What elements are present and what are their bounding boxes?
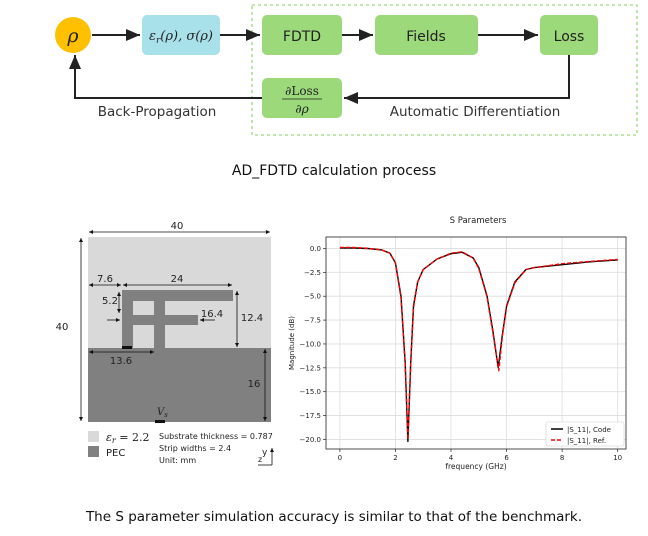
y-tick-label: −7.5 xyxy=(304,317,321,325)
gradient-numerator: ∂Loss xyxy=(285,84,319,98)
legend-ref-label: |S_11|, Ref. xyxy=(567,437,606,445)
rho-label: ρ xyxy=(66,25,79,47)
x-tick-label: 0 xyxy=(338,454,342,462)
plot-frame xyxy=(325,236,627,450)
x-tick-label: 6 xyxy=(504,454,509,462)
conclusion-caption: The S parameter simulation accuracy is s… xyxy=(85,509,582,525)
legend-pec-label: PEC xyxy=(106,448,125,459)
y-tick-label: −20.0 xyxy=(300,436,321,444)
loss-node xyxy=(540,15,598,55)
legend-substrate-swatch xyxy=(88,431,99,442)
dim-right: 12.4 xyxy=(241,313,263,324)
x-tick-label: 10 xyxy=(613,454,622,462)
note-thickness: Substrate thickness = 0.787 xyxy=(159,432,273,441)
note-strip-width: Strip widths = 2.4 xyxy=(159,444,231,453)
dim-gap: 5.2 xyxy=(102,296,118,307)
antenna-geometry: Vs 40 40 7.6 24 5.2 16.4 12.4 13.6 16 εr… xyxy=(56,221,274,466)
ad-region-dashed-box xyxy=(251,4,638,136)
axis-z-label: z xyxy=(258,455,262,464)
dim-ground: 16 xyxy=(248,379,261,390)
rho-node xyxy=(55,17,91,53)
legend-substrate-label: εr = 2.2 xyxy=(106,431,149,445)
material-label: εr(ρ), σ(ρ) xyxy=(149,29,213,46)
y-tick-label: −2.5 xyxy=(304,269,321,277)
loss-label: Loss xyxy=(554,29,585,45)
series-line-ref xyxy=(339,246,618,441)
back-propagation-label: Back-Propagation xyxy=(98,104,217,120)
legend-code-label: |S_11|, Code xyxy=(567,426,611,434)
x-tick-label: 2 xyxy=(393,454,397,462)
fdtd-node xyxy=(262,15,342,55)
note-unit: Unit: mm xyxy=(159,456,196,465)
y-tick-labels: 0.0 −2.5 −5.0 −7.5 −10.0 −12.5 −15.0 −17.5 −20.0 xyxy=(300,245,321,444)
chart-series xyxy=(339,246,618,443)
fdtd-label: FDTD xyxy=(283,29,321,45)
gradient-node xyxy=(262,78,342,118)
x-tick-label: 8 xyxy=(560,454,564,462)
x-axis-label: frequency (GHz) xyxy=(445,462,506,471)
dim-left: 7.6 xyxy=(97,274,113,285)
dim-width: 40 xyxy=(171,221,184,232)
dim-height: 40 xyxy=(56,322,69,333)
legend-pec-swatch xyxy=(88,446,99,457)
s-parameter-chart: S Parameters 0.0 −2.5 −5.0 −7.5 −10.0 −12.5 −1… xyxy=(288,216,627,471)
chart-legend: |S_11|, Code |S_11|, Ref. xyxy=(545,421,625,447)
axes-indicator xyxy=(258,448,274,466)
automatic-differentiation-label: Automatic Differentiation xyxy=(390,104,561,120)
y-tick-label: −17.5 xyxy=(300,412,321,420)
chart-title: S Parameters xyxy=(450,216,507,226)
source-label: Vs xyxy=(157,407,168,419)
flow-diagram: ρ εr(ρ), σ(ρ) FDTD Fields Loss ∂Loss ∂ρ … xyxy=(55,4,638,179)
dimension-lines xyxy=(79,230,270,421)
pec-ground xyxy=(88,348,271,422)
chart-grid xyxy=(323,237,626,452)
material-node xyxy=(142,15,220,55)
y-tick-label: −12.5 xyxy=(300,364,321,372)
x-tick-labels: 0 2 4 6 8 10 xyxy=(338,454,622,462)
dim-mid: 16.4 xyxy=(201,309,223,320)
f-shaped-patch xyxy=(122,290,233,348)
series-line-code xyxy=(339,247,618,443)
axis-y-label: y xyxy=(262,448,268,458)
y-tick-label: −15.0 xyxy=(300,388,321,396)
dim-feed: 13.6 xyxy=(110,356,132,367)
gradient-denominator: ∂ρ xyxy=(295,102,308,116)
flow-arrows xyxy=(69,29,570,104)
fields-node xyxy=(375,15,478,55)
source-port xyxy=(155,420,165,423)
y-axis-label: Magnitude (dB) xyxy=(288,316,296,370)
fields-label: Fields xyxy=(406,29,446,45)
feed-port xyxy=(122,346,132,349)
y-tick-label: −5.0 xyxy=(304,293,321,301)
y-tick-label: 0.0 xyxy=(310,245,321,253)
x-tick-label: 4 xyxy=(449,454,454,462)
dim-top: 24 xyxy=(171,274,184,285)
diagram-caption: AD_FDTD calculation process xyxy=(232,163,436,179)
y-tick-label: −10.0 xyxy=(300,340,321,348)
